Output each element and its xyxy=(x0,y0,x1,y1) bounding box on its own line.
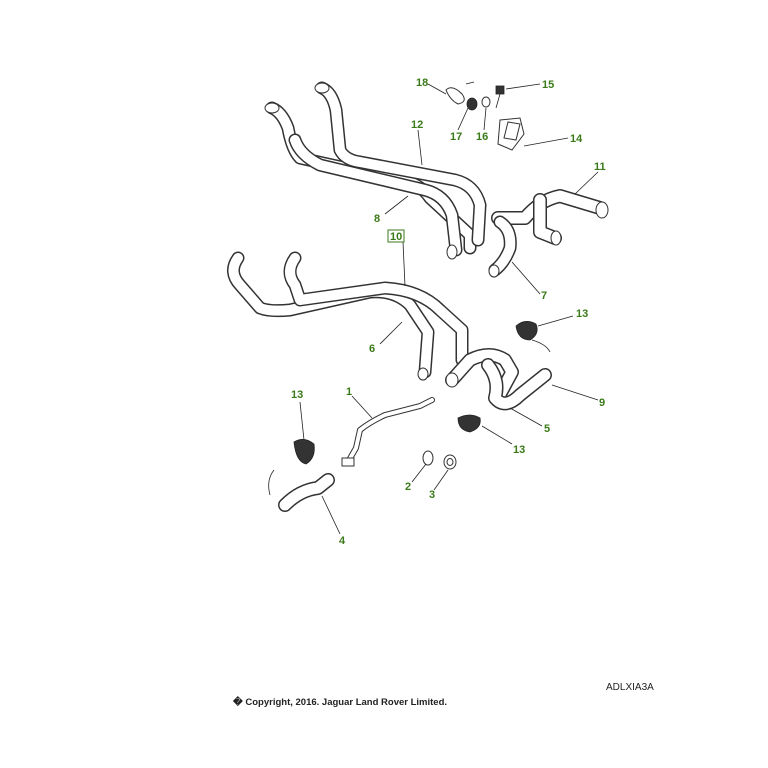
callout-7: 7 xyxy=(541,290,547,302)
callout-2: 2 xyxy=(405,481,411,493)
callout-15: 15 xyxy=(542,79,554,91)
callout-4: 4 xyxy=(339,535,346,547)
callout-11: 11 xyxy=(594,161,606,173)
callout-10: 10 xyxy=(390,231,402,243)
callout-13-upper: 13 xyxy=(576,308,588,320)
nut-3 xyxy=(443,454,457,470)
hose-clamp-13-lower xyxy=(293,439,315,465)
callout-5: 5 xyxy=(544,423,550,435)
nut-17 xyxy=(466,97,478,111)
callout-9: 9 xyxy=(599,397,605,409)
callout-10-box xyxy=(387,229,405,243)
callout-18: 18 xyxy=(416,77,428,89)
bracket-clip-18 xyxy=(445,81,475,105)
callout-13-middle: 13 xyxy=(513,444,525,456)
hose-4 xyxy=(268,469,335,512)
callout-14: 14 xyxy=(570,133,583,145)
metal-pipe-1 xyxy=(341,397,435,467)
bolt-15 xyxy=(495,85,505,109)
hose-clamp-13-upper xyxy=(515,321,551,353)
hose-9 xyxy=(481,358,552,411)
callout-1: 1 xyxy=(346,386,352,398)
clamp-bracket-14 xyxy=(497,117,525,151)
callout-13-lower-left: 13 xyxy=(291,389,303,401)
callout-16: 16 xyxy=(476,131,488,143)
leader-lines xyxy=(299,83,599,535)
hose-5 xyxy=(445,348,519,405)
callout-labels: 18 15 12 17 16 14 11 8 10 7 13 6 9 1 13 … xyxy=(291,77,606,547)
callout-17: 17 xyxy=(450,131,462,143)
bypass-hose-11 xyxy=(491,189,609,246)
callout-3: 3 xyxy=(429,489,435,501)
callout-12: 12 xyxy=(411,119,423,131)
upper-heater-hose-assembly xyxy=(264,81,487,260)
hose-7 xyxy=(488,215,517,278)
middle-heater-hose-assembly xyxy=(227,251,469,381)
copyright-notice: � Copyright, 2016. Jaguar Land Rover Lim… xyxy=(233,697,448,708)
callout-8: 8 xyxy=(374,213,380,225)
diagram-reference-code: ADLXIA3A xyxy=(606,682,654,693)
hose-clamp-13-middle xyxy=(457,414,481,433)
callout-6: 6 xyxy=(369,343,375,355)
washer-16 xyxy=(481,96,491,108)
washer-2 xyxy=(422,450,434,466)
